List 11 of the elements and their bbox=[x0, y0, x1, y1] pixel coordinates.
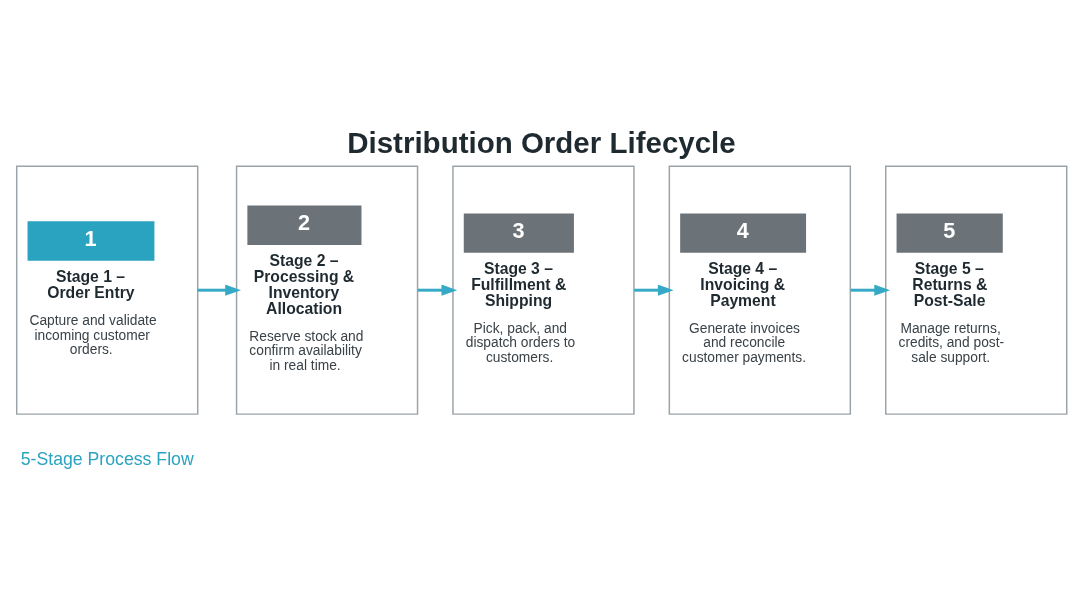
node-box: 5 Stage 5 – Returns & Post-Sale Manage returns, credits, and post-sale support. bbox=[885, 165, 1068, 415]
label: 5-Stage Process Flow bbox=[20, 448, 194, 469]
node-box: 4 Stage 4 – Invoicing & Payment Generate invoices and reconcile customer payments. bbox=[668, 165, 852, 415]
diagram-title: Distribution Order Lifecycle bbox=[347, 124, 736, 158]
node-box: 1 Stage 1 – Order Entry Capture and validate incoming customer orders. bbox=[15, 165, 199, 415]
arrow bbox=[634, 284, 674, 296]
node-box: 3 Stage 3 – Fulfillment & Shipping Pick, pack, and dispatch orders to customers. bbox=[452, 165, 635, 415]
arrow bbox=[197, 284, 241, 296]
node-box: 2 Stage 2 – Processing & Inventory Allocation Reserve stock and confirm availability in real time. bbox=[235, 165, 419, 415]
arrow bbox=[850, 284, 891, 296]
arrow bbox=[417, 284, 458, 296]
